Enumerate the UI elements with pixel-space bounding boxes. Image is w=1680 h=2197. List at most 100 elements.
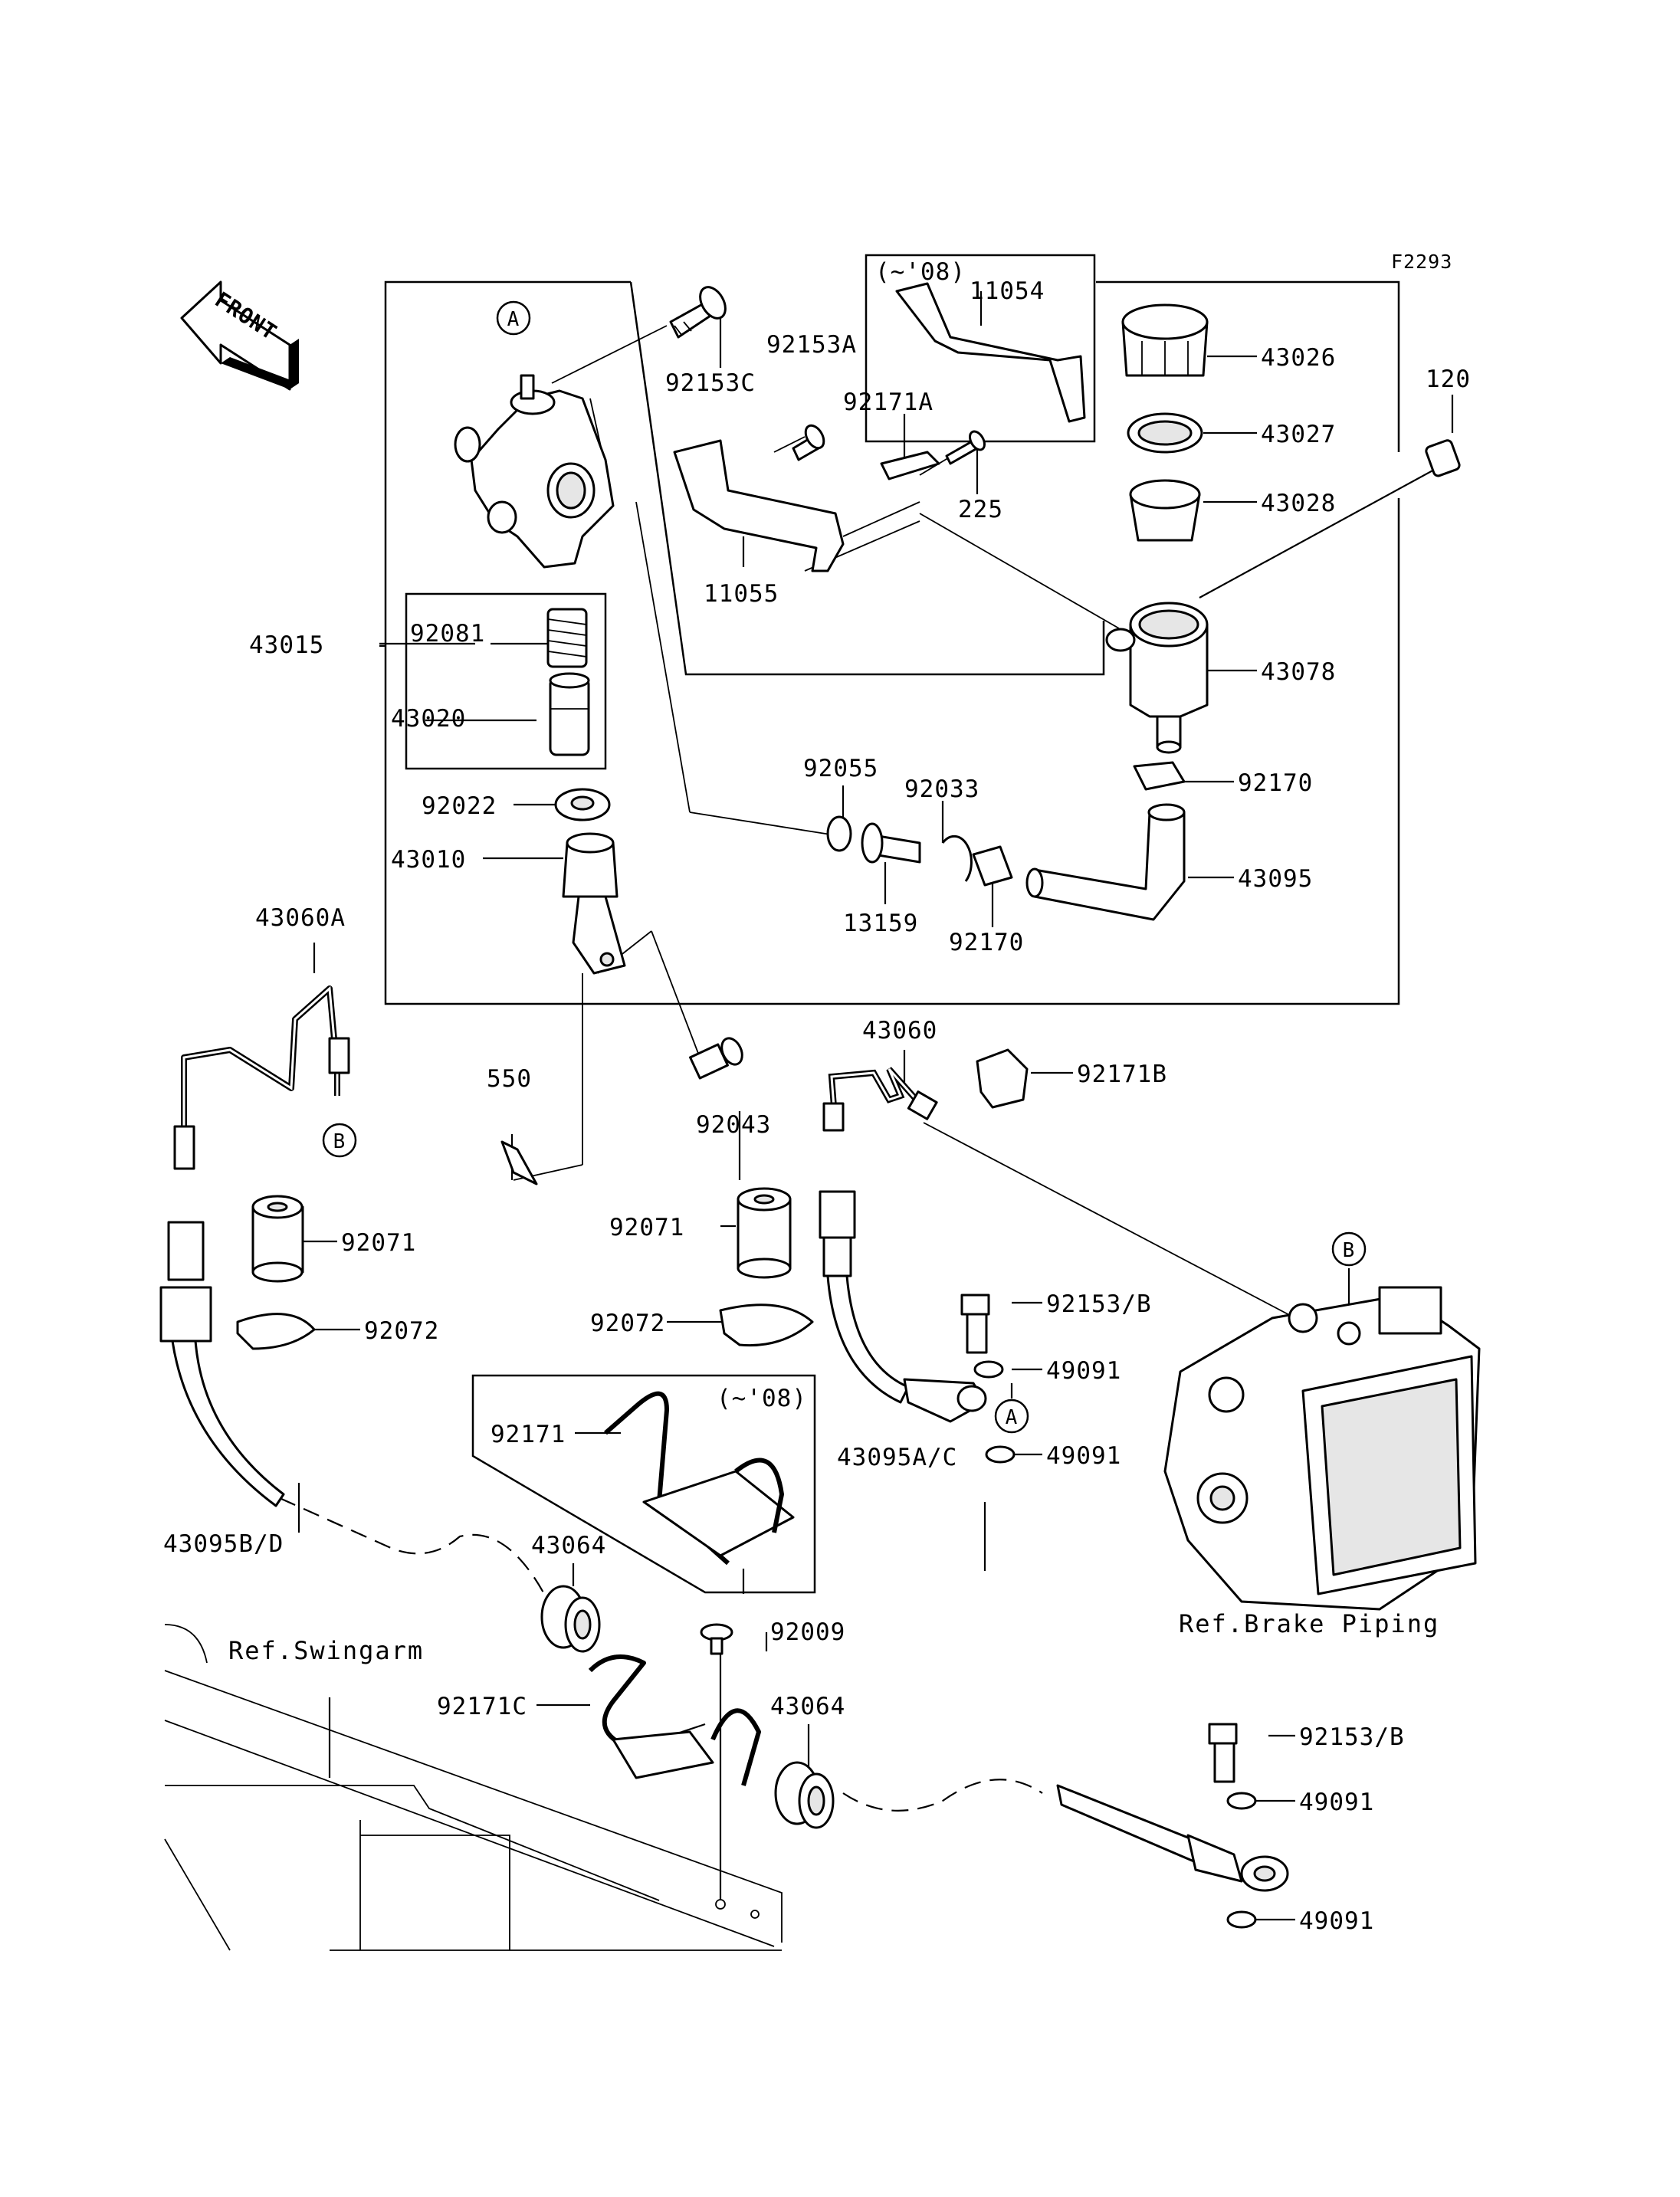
o-ring-92055-icon bbox=[826, 815, 852, 852]
part-label-92171C: 92171C bbox=[437, 1693, 527, 1720]
clip-92171B-icon bbox=[976, 1048, 1029, 1109]
part-label-43078: 43078 bbox=[1261, 658, 1336, 686]
part-label-13159: 13159 bbox=[843, 910, 918, 937]
svg-text:B: B bbox=[1343, 1239, 1356, 1262]
part-label-92022: 92022 bbox=[422, 792, 497, 820]
part-label-43015: 43015 bbox=[249, 631, 324, 659]
part-label-43095B-D: 43095B/D bbox=[163, 1530, 284, 1558]
connector-a-lower: A bbox=[994, 1399, 1029, 1434]
part-label-43064-upper: 43064 bbox=[531, 1532, 606, 1559]
svg-text:A: A bbox=[1006, 1406, 1019, 1429]
fitting-13159-icon bbox=[861, 822, 921, 864]
part-label-92171B: 92171B bbox=[1077, 1061, 1167, 1088]
hose-routing-dashed-lower bbox=[842, 1779, 1043, 1812]
part-label-225: 225 bbox=[958, 496, 1003, 523]
master-cylinder-43015-icon bbox=[454, 374, 615, 569]
part-label-49091-d: 49091 bbox=[1299, 1907, 1374, 1935]
sub-box-92081-43020 bbox=[405, 592, 607, 770]
part-label-49091-a: 49091 bbox=[1046, 1357, 1121, 1385]
brake-pipe-43060A-icon bbox=[181, 985, 340, 1165]
bolt-92153A-icon bbox=[792, 424, 825, 461]
clamp-92171A-icon bbox=[880, 451, 940, 480]
part-label-92153B-upper: 92153/B bbox=[1046, 1290, 1152, 1318]
part-label-92153B-lower: 92153/B bbox=[1299, 1723, 1405, 1751]
clamp-92170-upper-icon bbox=[1133, 761, 1186, 791]
bolt-92153C-icon bbox=[669, 286, 727, 339]
part-label-550: 550 bbox=[487, 1065, 532, 1093]
part-label-43026: 43026 bbox=[1261, 344, 1336, 372]
connector-b-abs: B bbox=[1331, 1231, 1367, 1267]
bolt-120-icon bbox=[1425, 439, 1461, 477]
part-label-92171: 92171 bbox=[491, 1421, 566, 1448]
part-label-49091-b: 49091 bbox=[1046, 1442, 1121, 1470]
part-label-49091-c: 49091 bbox=[1299, 1789, 1374, 1816]
part-label-92081: 92081 bbox=[410, 620, 485, 648]
washer-49091-d-icon bbox=[1226, 1910, 1257, 1929]
part-label-43095: 43095 bbox=[1238, 865, 1313, 893]
part-label-120: 120 bbox=[1426, 366, 1471, 393]
assembly-box-43015 bbox=[384, 280, 1400, 1005]
hose-43095B-D-icon bbox=[159, 1221, 285, 1507]
part-label-43028: 43028 bbox=[1261, 490, 1336, 517]
figure-code: F2293 bbox=[1391, 251, 1452, 273]
clamp-92170-lower-icon bbox=[972, 845, 1013, 887]
ref-swingarm-label: Ref.Swingarm bbox=[228, 1636, 424, 1665]
part-label-11055: 11055 bbox=[704, 580, 779, 608]
reservoir-43078-icon bbox=[1105, 602, 1209, 754]
part-label-43060: 43060 bbox=[862, 1017, 937, 1044]
piston-43020-icon bbox=[549, 672, 590, 756]
abs-unit-icon bbox=[1163, 1286, 1481, 1611]
variant-note-92171: (~'08) bbox=[717, 1385, 807, 1412]
svg-text:A: A bbox=[507, 308, 520, 331]
cotter-pin-550-icon bbox=[500, 1140, 538, 1185]
connector-a-top: A bbox=[496, 300, 531, 336]
band-92072-left-icon bbox=[236, 1313, 316, 1350]
brake-pipe-43060-icon bbox=[822, 1067, 938, 1132]
grommet-43064-lower-icon bbox=[774, 1761, 835, 1829]
part-label-92171A: 92171A bbox=[843, 389, 934, 416]
part-label-11054: 11054 bbox=[970, 277, 1045, 305]
part-label-92055: 92055 bbox=[803, 755, 878, 782]
part-label-92072-middle: 92072 bbox=[590, 1310, 665, 1337]
part-label-43027: 43027 bbox=[1261, 421, 1336, 448]
connection-lines bbox=[513, 325, 1296, 1319]
clamp-92171C-icon bbox=[588, 1654, 761, 1786]
part-number-labels: 92153C 92153A 11054 92171A 225 11055 430… bbox=[163, 277, 1471, 1935]
band-92072-middle-icon bbox=[719, 1303, 814, 1347]
washer-49091-b-icon bbox=[985, 1445, 1016, 1464]
hose-43095A-C-icon bbox=[819, 1190, 987, 1423]
part-label-92170-upper: 92170 bbox=[1238, 769, 1313, 797]
diaphragm-43028-icon bbox=[1129, 479, 1201, 542]
banjo-bolt-92153B-upper-icon bbox=[960, 1294, 990, 1354]
part-label-92071-middle: 92071 bbox=[609, 1214, 684, 1241]
part-label-92153C: 92153C bbox=[665, 369, 756, 397]
banjo-bolt-92153B-lower-icon bbox=[1208, 1723, 1238, 1783]
svg-text:B: B bbox=[333, 1130, 346, 1153]
part-label-43020: 43020 bbox=[391, 705, 466, 733]
pin-92043-icon bbox=[689, 1037, 743, 1080]
fitting-43060A-lower-icon bbox=[173, 1125, 195, 1170]
part-label-92043: 92043 bbox=[696, 1111, 771, 1139]
part-label-43064-lower: 43064 bbox=[770, 1693, 845, 1720]
washer-92022-icon bbox=[554, 788, 611, 821]
connector-b-left: B bbox=[322, 1123, 357, 1158]
part-label-92170-lower: 92170 bbox=[949, 929, 1024, 956]
washer-49091-a-icon bbox=[973, 1360, 1004, 1379]
part-label-92009: 92009 bbox=[770, 1618, 845, 1646]
swingarm-reference-outline bbox=[164, 1624, 783, 1951]
variant-box-92171 bbox=[471, 1374, 816, 1594]
spring-92081-icon bbox=[546, 608, 588, 668]
part-label-43095A-C: 43095A/C bbox=[837, 1444, 957, 1471]
plate-43027-icon bbox=[1127, 412, 1203, 454]
grommet-92071-middle-icon bbox=[737, 1187, 792, 1279]
grommet-43064-upper-icon bbox=[540, 1585, 601, 1653]
grommet-92071-left-icon bbox=[251, 1195, 304, 1283]
hose-43095-icon bbox=[1025, 803, 1186, 921]
front-direction-arrow-icon: FRONT bbox=[180, 280, 299, 391]
screw-92009-icon bbox=[700, 1623, 733, 1655]
hose-lower-right-icon bbox=[1056, 1784, 1289, 1892]
washer-49091-c-icon bbox=[1226, 1792, 1257, 1810]
hose-routing-dashed-upper bbox=[279, 1497, 545, 1595]
part-label-43010: 43010 bbox=[391, 846, 466, 874]
